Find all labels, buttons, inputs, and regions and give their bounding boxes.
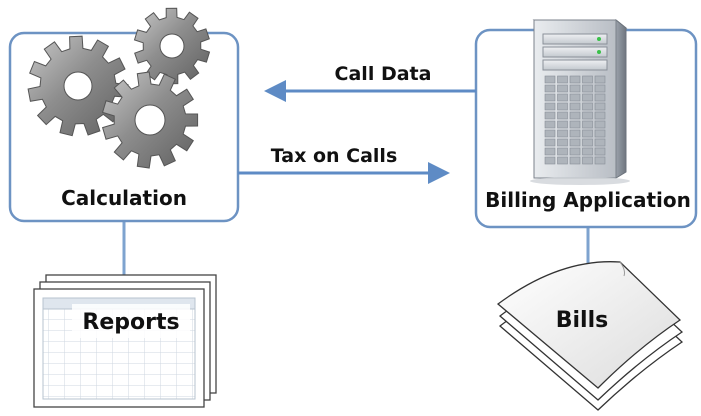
call-data-label: Call Data xyxy=(335,63,432,85)
gear-top-right xyxy=(133,7,211,85)
server-icon xyxy=(530,18,630,185)
calculation-label: Calculation xyxy=(61,186,187,210)
reports-label: Reports xyxy=(82,310,179,335)
call-data-arrow xyxy=(264,80,476,102)
bills-label: Bills xyxy=(556,308,609,333)
gears-icon xyxy=(27,7,211,169)
spreadsheet-stack-icon xyxy=(33,274,217,408)
gear-front xyxy=(101,71,199,169)
paper-stack-icon xyxy=(496,261,684,411)
tax-on-calls-arrow xyxy=(238,162,450,184)
tax-on-calls-label: Tax on Calls xyxy=(271,145,398,167)
billing-application-label: Billing Application xyxy=(485,188,691,212)
